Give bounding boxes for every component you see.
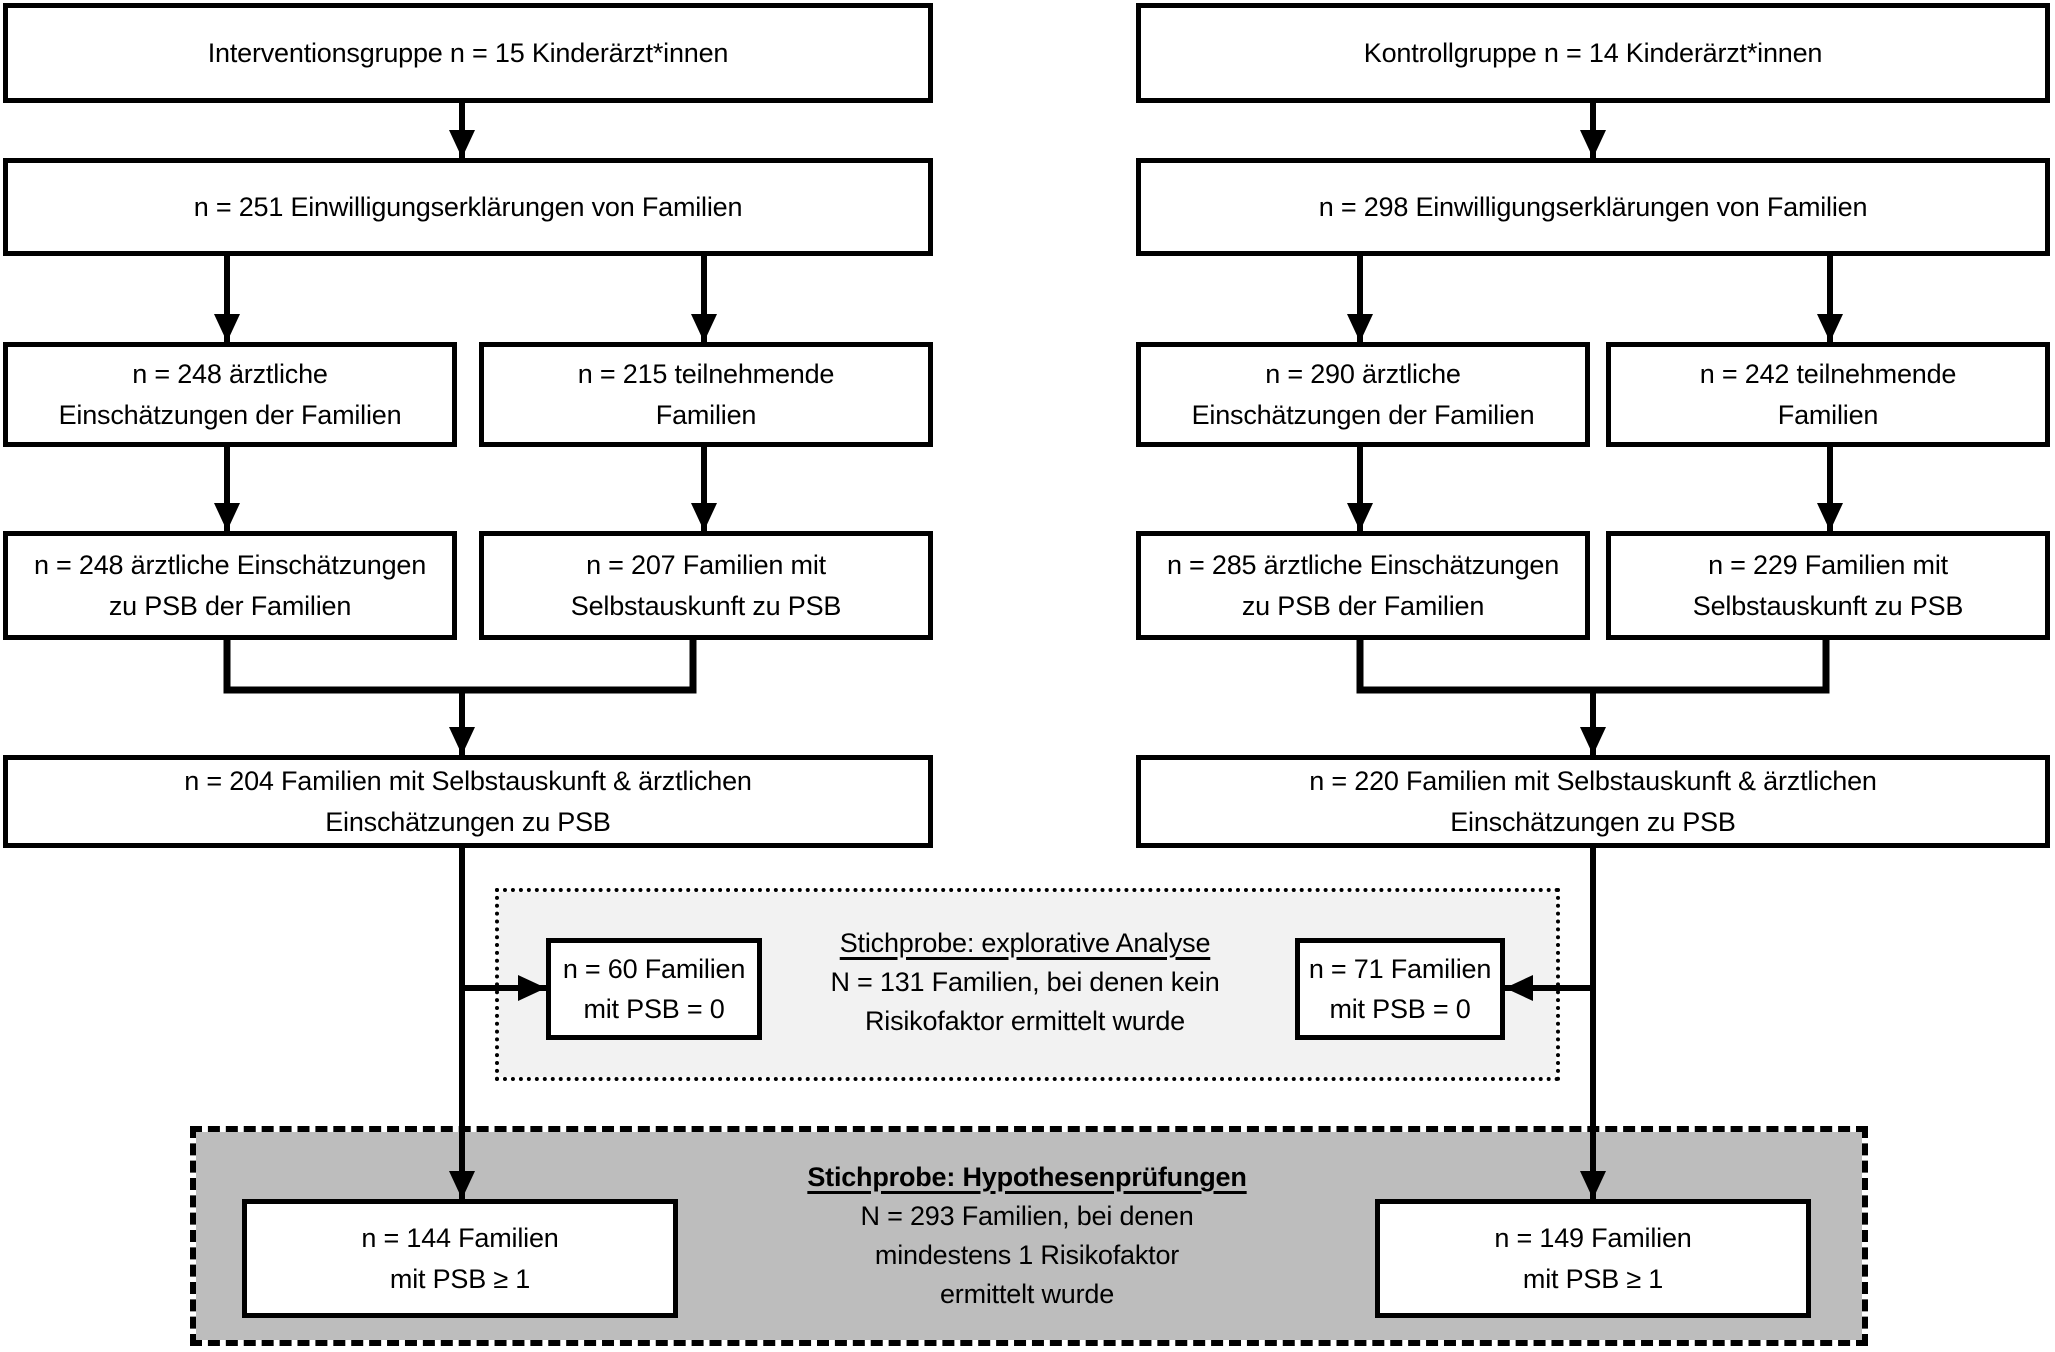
box-teilnehmende-familien-intervention: n = 215 teilnehmende Familien: [479, 342, 933, 447]
box-psb-einschaetzungen-intervention: n = 248 ärztliche Einschätzungen zu PSB …: [3, 531, 457, 640]
box-selbstauskunft-psb-kontrolle: n = 229 Familien mit Selbstauskunft zu P…: [1606, 531, 2050, 640]
box-selbstauskunft-und-einschaetzung-kontrolle: n = 220 Familien mit Selbstauskunft & är…: [1136, 755, 2050, 848]
box-psb-einschaetzungen-kontrolle: n = 285 ärztliche Einschätzungen zu PSB …: [1136, 531, 1590, 640]
hypothesen-title: Stichprobe: Hypothesenprüfungen: [807, 1162, 1247, 1192]
box-kontrollgruppe: Kontrollgruppe n = 14 Kinderärzt*innen: [1136, 3, 2050, 103]
box-selbstauskunft-und-einschaetzung-intervention: n = 204 Familien mit Selbstauskunft & är…: [3, 755, 933, 848]
explorative-analyse-label: Stichprobe: explorative Analyse N = 131 …: [760, 924, 1290, 1041]
box-einwilligungen-kontrolle: n = 298 Einwilligungserklärungen von Fam…: [1136, 158, 2050, 256]
box-psb1-intervention: n = 144 Familien mit PSB ≥ 1: [242, 1199, 678, 1318]
hypothesen-body: N = 293 Familien, bei denen mindestens 1…: [860, 1201, 1194, 1310]
box-aerztliche-einschaetzungen-intervention: n = 248 ärztliche Einschätzungen der Fam…: [3, 342, 457, 447]
box-psb1-kontrolle: n = 149 Familien mit PSB ≥ 1: [1375, 1199, 1811, 1318]
box-teilnehmende-familien-kontrolle: n = 242 teilnehmende Familien: [1606, 342, 2050, 447]
box-selbstauskunft-psb-intervention: n = 207 Familien mit Selbstauskunft zu P…: [479, 531, 933, 640]
box-psb0-intervention: n = 60 Familien mit PSB = 0: [546, 938, 762, 1040]
explorative-title: Stichprobe: explorative Analyse: [839, 928, 1211, 958]
explorative-body: N = 131 Familien, bei denen kein Risikof…: [830, 967, 1220, 1037]
hypothesen-label: Stichprobe: Hypothesenprüfungen N = 293 …: [757, 1158, 1297, 1315]
box-aerztliche-einschaetzungen-kontrolle: n = 290 ärztliche Einschätzungen der Fam…: [1136, 342, 1590, 447]
box-einwilligungen-intervention: n = 251 Einwilligungserklärungen von Fam…: [3, 158, 933, 256]
box-interventionsgruppe: Interventionsgruppe n = 15 Kinderärzt*in…: [3, 3, 933, 103]
box-psb0-kontrolle: n = 71 Familien mit PSB = 0: [1295, 938, 1505, 1040]
